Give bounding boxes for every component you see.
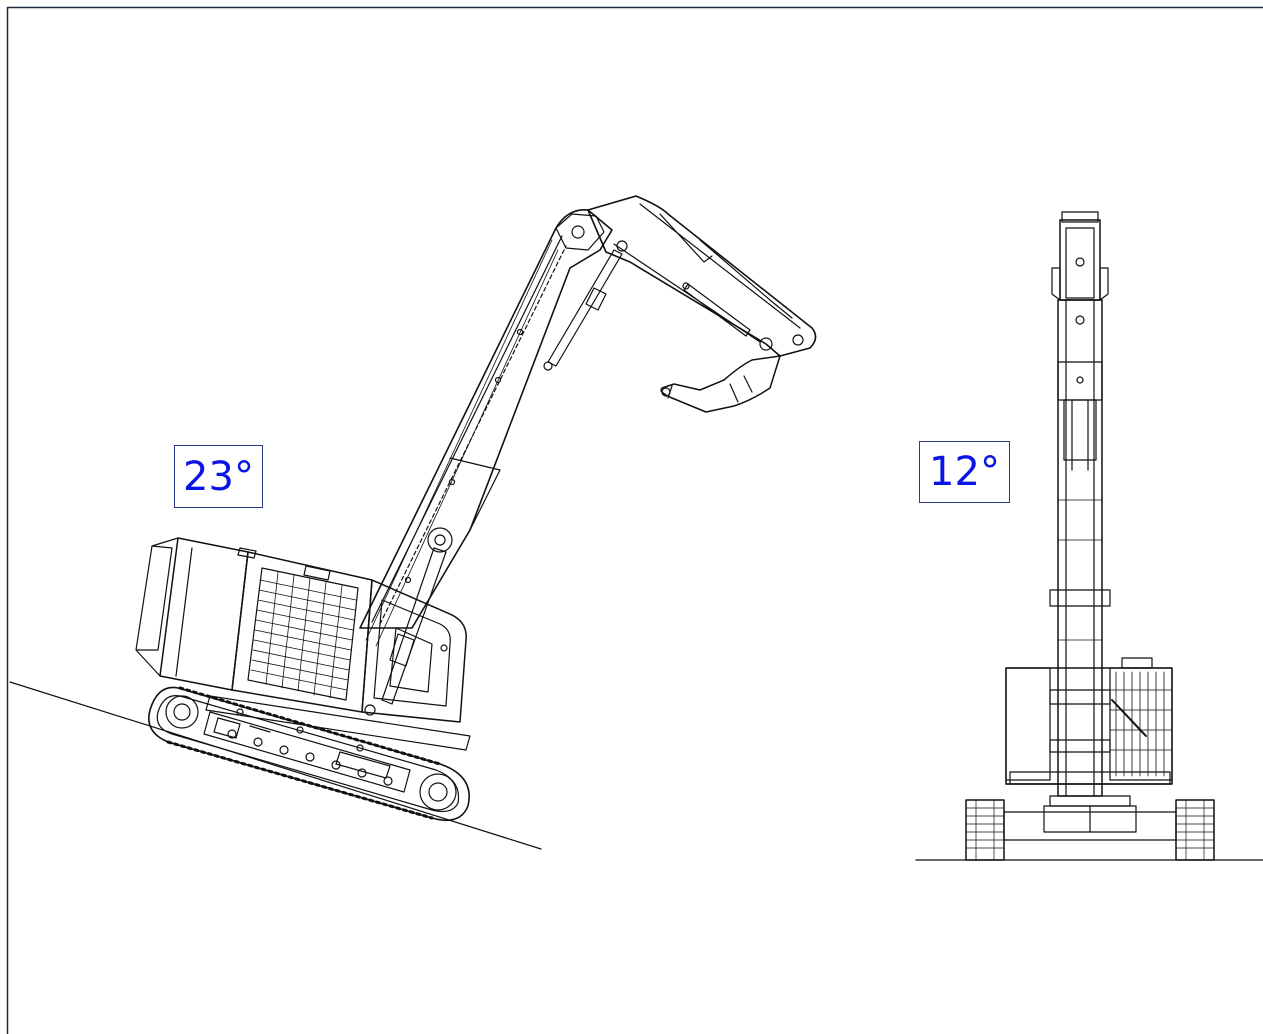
front-view	[916, 212, 1263, 860]
side-upper-body	[136, 538, 470, 750]
side-bucket	[661, 356, 780, 412]
front-tracks	[966, 796, 1214, 860]
slope-ground-line	[10, 682, 541, 849]
side-track	[149, 687, 469, 820]
side-arm	[544, 196, 816, 370]
front-boom	[1050, 212, 1110, 796]
side-boom	[360, 210, 612, 715]
front-upper-body	[1006, 658, 1172, 784]
front-tilt-angle-label: 12°	[919, 441, 1010, 503]
side-tilt-angle-label: 23°	[174, 445, 263, 508]
side-view	[10, 196, 816, 849]
sheet-frame	[8, 8, 1263, 1034]
